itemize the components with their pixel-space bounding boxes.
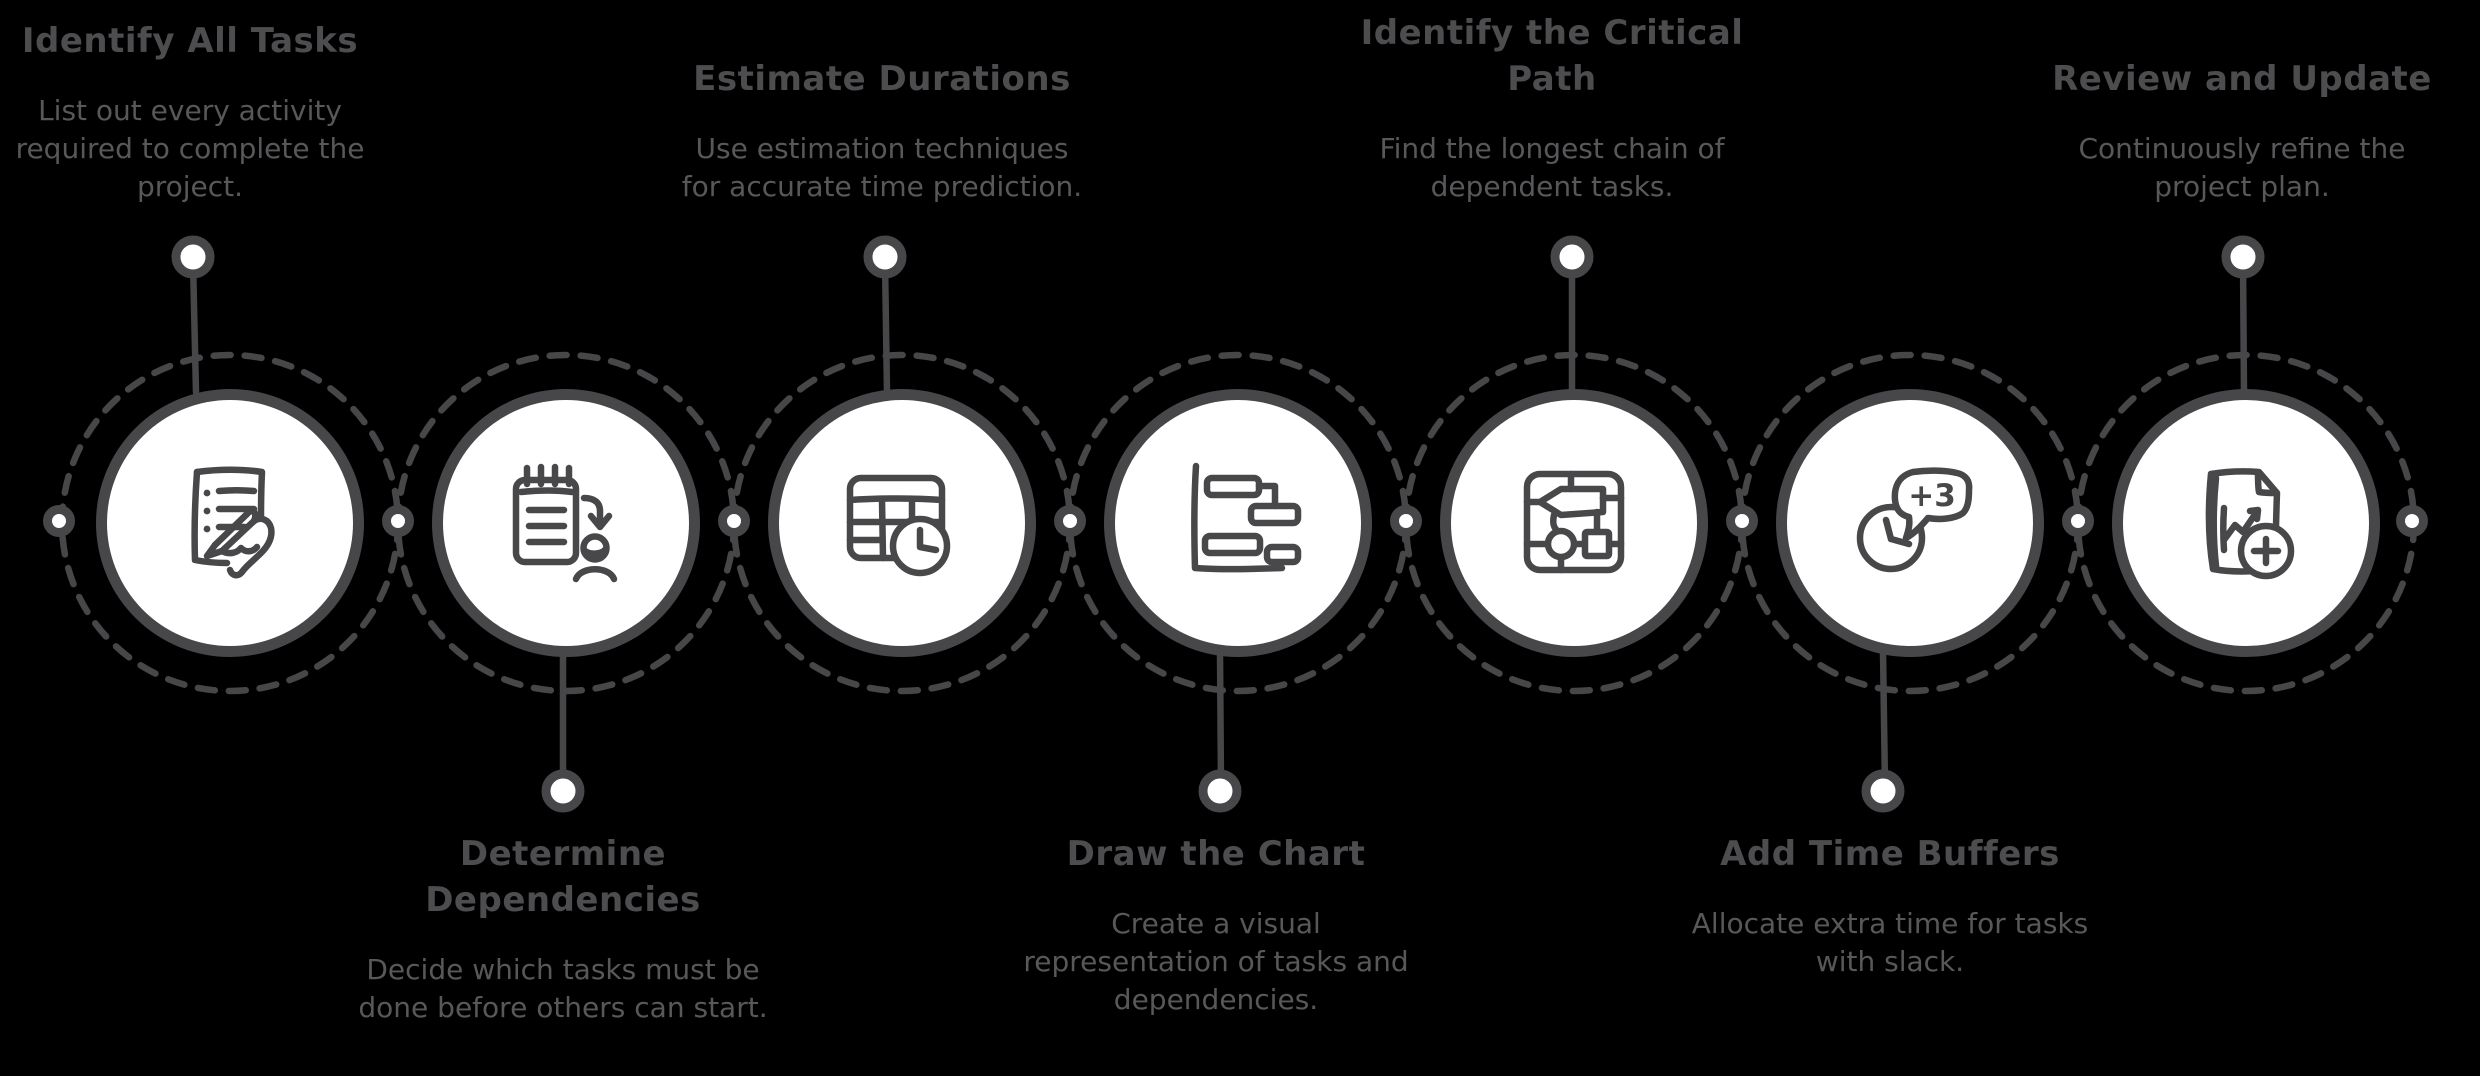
step-4-circle [1104, 389, 1372, 657]
step-6-title: Add Time Buffers [1720, 834, 2060, 874]
buffer-badge-text: +3 [1908, 478, 1956, 514]
step-1-circle [96, 389, 364, 657]
connector-donut-1 [171, 235, 215, 279]
connector-donut-5 [1550, 235, 1594, 279]
step-6-description: Allocate extra time for tasks with slack… [1691, 907, 2089, 978]
orbit-dot-6 [2062, 505, 2094, 537]
stem-lines [189, 258, 2248, 790]
step-7-description: Continuously refine the project plan. [2078, 132, 2406, 203]
orbit-dot-end [2396, 505, 2428, 537]
step-4-description: Create a visual representation of tasks … [1023, 907, 1409, 1016]
step-4-title: Draw the Chart [1066, 834, 1366, 874]
step-5-label: Identify the Critical Path Find the long… [1347, 0, 1757, 206]
stem-line-7 [2239, 258, 2248, 396]
task-list-writing-icon [191, 466, 275, 579]
orbit-dot-1 [382, 505, 414, 537]
orbit-dot-5 [1726, 505, 1758, 537]
step-7-circle [2112, 389, 2380, 657]
connector-donut-3 [863, 235, 907, 279]
step-1-title: Identify All Tasks [21, 21, 359, 61]
connector-donut-7 [2221, 235, 2265, 279]
connector-donuts [171, 235, 2265, 813]
orbit-midpoint-dots [43, 505, 2428, 537]
step-5-description: Find the longest chain of dependent task… [1379, 132, 1725, 203]
orbit-dot-3 [1054, 505, 1086, 537]
step-3-description: Use estimation techniques for accurate t… [681, 132, 1083, 203]
step-7-title: Review and Update [2052, 59, 2432, 99]
stem-line-1 [189, 258, 200, 396]
step-1-label: Identify All Tasks List out every activi… [0, 0, 395, 206]
step-4-label: Draw the Chart Create a visual represent… [1011, 831, 1421, 1019]
step-2-label: Determine Dependencies Decide which task… [358, 831, 768, 1027]
orbit-dot-2 [718, 505, 750, 537]
orbit-dot-4 [1390, 505, 1422, 537]
connector-donut-6 [1861, 769, 1905, 813]
step-2-circle [432, 389, 700, 657]
critical-path-map-icon [1523, 470, 1625, 574]
step-2-title: Determine Dependencies [425, 834, 701, 920]
orbit-dot-start [43, 505, 75, 537]
notepad-arrow-person-icon [512, 463, 618, 583]
stem-line-3 [881, 258, 891, 396]
table-clock-icon [846, 474, 951, 577]
stem-line-6 [1879, 648, 1889, 790]
document-chart-plus-icon [2205, 468, 2295, 580]
step-2-description: Decide which tasks must be done before o… [358, 953, 768, 1024]
gantt-chart-icon [1191, 462, 1302, 573]
step-3-title: Estimate Durations [693, 59, 1071, 99]
step-5-circle [1440, 389, 1708, 657]
clock-buffer-icon: +3 [1856, 467, 1973, 573]
step-3-circle [768, 389, 1036, 657]
step-5-title: Identify the Critical Path [1360, 13, 1744, 99]
step-6-label: Add Time Buffers Allocate extra time for… [1685, 831, 2095, 981]
stem-line-4 [1216, 648, 1225, 790]
step-3-label: Estimate Durations Use estimation techni… [677, 0, 1087, 206]
step-7-label: Review and Update Continuously refine th… [2037, 0, 2447, 206]
connector-donut-2 [541, 769, 585, 813]
connector-donut-4 [1198, 769, 1242, 813]
step-1-description: List out every activity required to comp… [15, 94, 365, 203]
